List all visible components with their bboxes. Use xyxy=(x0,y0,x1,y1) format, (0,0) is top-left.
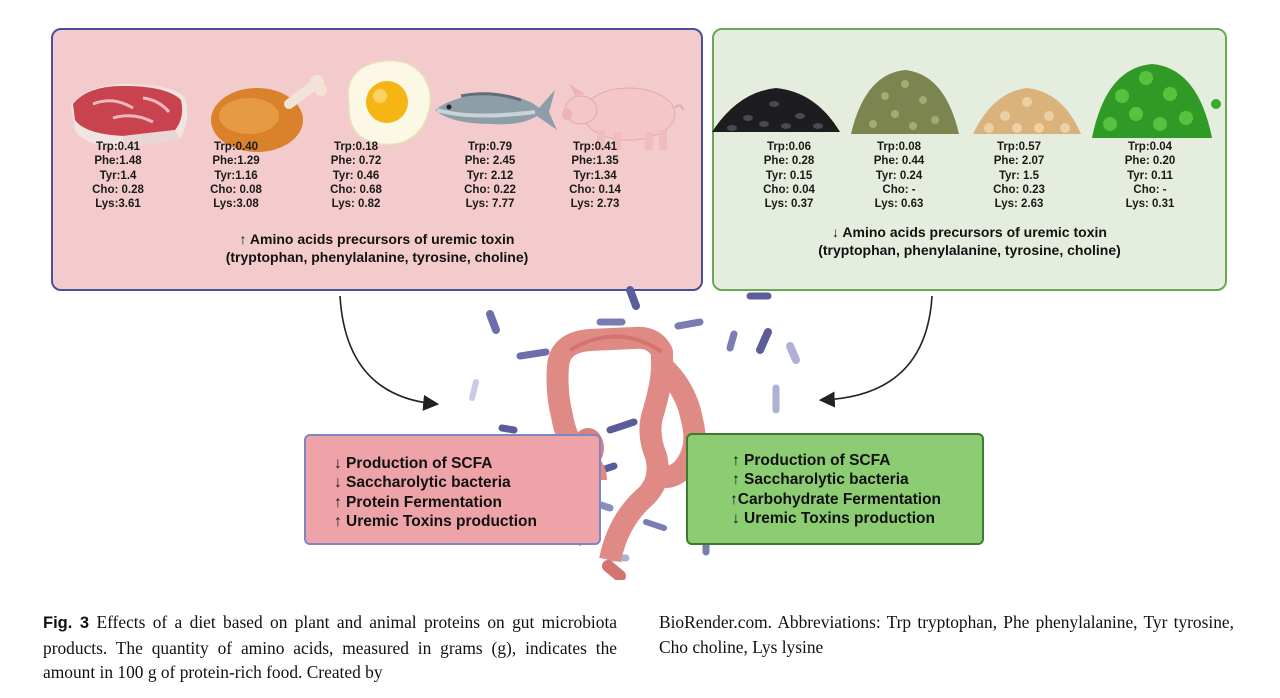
effect-line: ↓ Saccharolytic bacteria xyxy=(334,474,511,492)
egg-icon xyxy=(325,56,455,150)
pig-icon xyxy=(559,74,689,154)
effect-line: ↑ Production of SCFA xyxy=(732,452,891,469)
effect-line: ↑ Saccharolytic bacteria xyxy=(732,471,909,489)
figure-caption-right: BioRender.com. Abbreviations: Trp trypto… xyxy=(659,610,1234,659)
figure-caption-left: Fig. 3 Effects of a diet based on plant … xyxy=(43,610,617,685)
figure-label: Fig. 3 xyxy=(43,614,90,632)
soybeans-icon xyxy=(962,82,1092,138)
plant-flow-arrow xyxy=(818,295,933,408)
caption-text-right: BioRender.com. Abbreviations: Trp trypto… xyxy=(659,612,1234,657)
fish-icon xyxy=(431,82,561,132)
effect-line: ↑ Uremic Toxins production xyxy=(334,512,537,530)
effect-line: ↑Carbohydrate Fermentation xyxy=(730,490,942,508)
lentils-icon xyxy=(840,66,970,138)
animal-flow-arrow xyxy=(339,295,440,411)
steak-icon xyxy=(63,78,193,148)
peas-icon xyxy=(1082,58,1221,142)
effect-line: ↓ Uremic Toxins production xyxy=(732,509,935,527)
caption-text-left: Effects of a diet based on plant and ani… xyxy=(43,612,617,683)
plant-note: ↓ Amino acids precursors of uremic toxin… xyxy=(818,224,1121,258)
animal-note: ↑ Amino acids precursors of uremic toxin… xyxy=(225,231,529,265)
effect-line: ↓ Production of SCFA xyxy=(334,455,493,472)
effect-line: ↑ Protein Fermentation xyxy=(334,493,502,511)
animal-diet-effects: ↓ Production of SCFA ↓ Saccharolytic bac… xyxy=(304,434,601,545)
black-beans-icon xyxy=(708,82,840,138)
plant-diet-effects: ↑ Production of SCFA ↑ Saccharolytic bac… xyxy=(686,433,984,545)
chicken-leg-icon xyxy=(205,70,335,155)
